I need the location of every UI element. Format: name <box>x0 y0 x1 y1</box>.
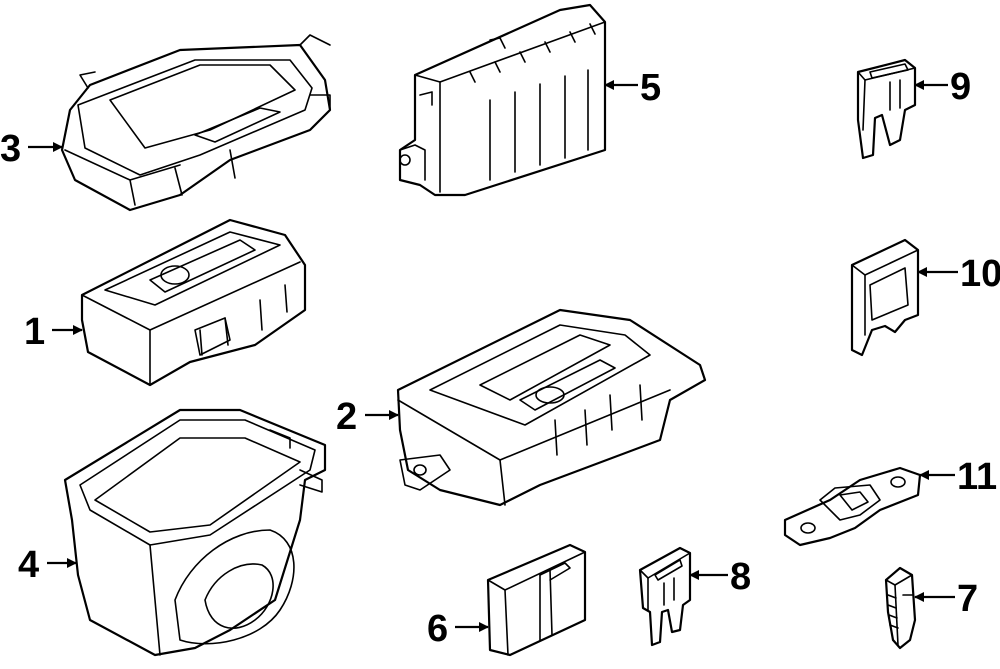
part-1-fuse-box-module[interactable] <box>82 220 305 385</box>
callout-leaders <box>28 80 958 632</box>
part-2-fuse-box-base[interactable] <box>398 310 705 505</box>
part-9-mini-fuse[interactable] <box>858 60 915 158</box>
part-7-micro-fuse[interactable] <box>886 568 915 648</box>
callout-11: 11 <box>957 456 997 498</box>
part-11-bolt-fuse[interactable] <box>785 468 920 545</box>
callout-1: 1 <box>24 311 45 353</box>
part-4-fuse-box-housing[interactable] <box>65 410 325 655</box>
callout-5: 5 <box>640 67 661 109</box>
callout-4: 4 <box>18 544 39 586</box>
part-10-maxi-fuse[interactable] <box>852 240 918 355</box>
part-5-relay-module[interactable] <box>400 5 605 195</box>
callout-2: 2 <box>336 396 357 438</box>
part-6-relay[interactable] <box>488 545 585 655</box>
callout-8: 8 <box>730 556 751 598</box>
part-8-ato-fuse[interactable] <box>640 548 690 645</box>
callout-9: 9 <box>950 66 971 108</box>
callout-6: 6 <box>427 608 448 650</box>
part-3-fuse-box-cover[interactable] <box>62 35 330 210</box>
callout-7: 7 <box>957 578 978 620</box>
callout-10: 10 <box>960 253 1000 295</box>
callout-3: 3 <box>0 128 21 170</box>
callout-labels: 3 1 4 5 2 9 10 11 8 7 6 <box>0 66 1000 650</box>
